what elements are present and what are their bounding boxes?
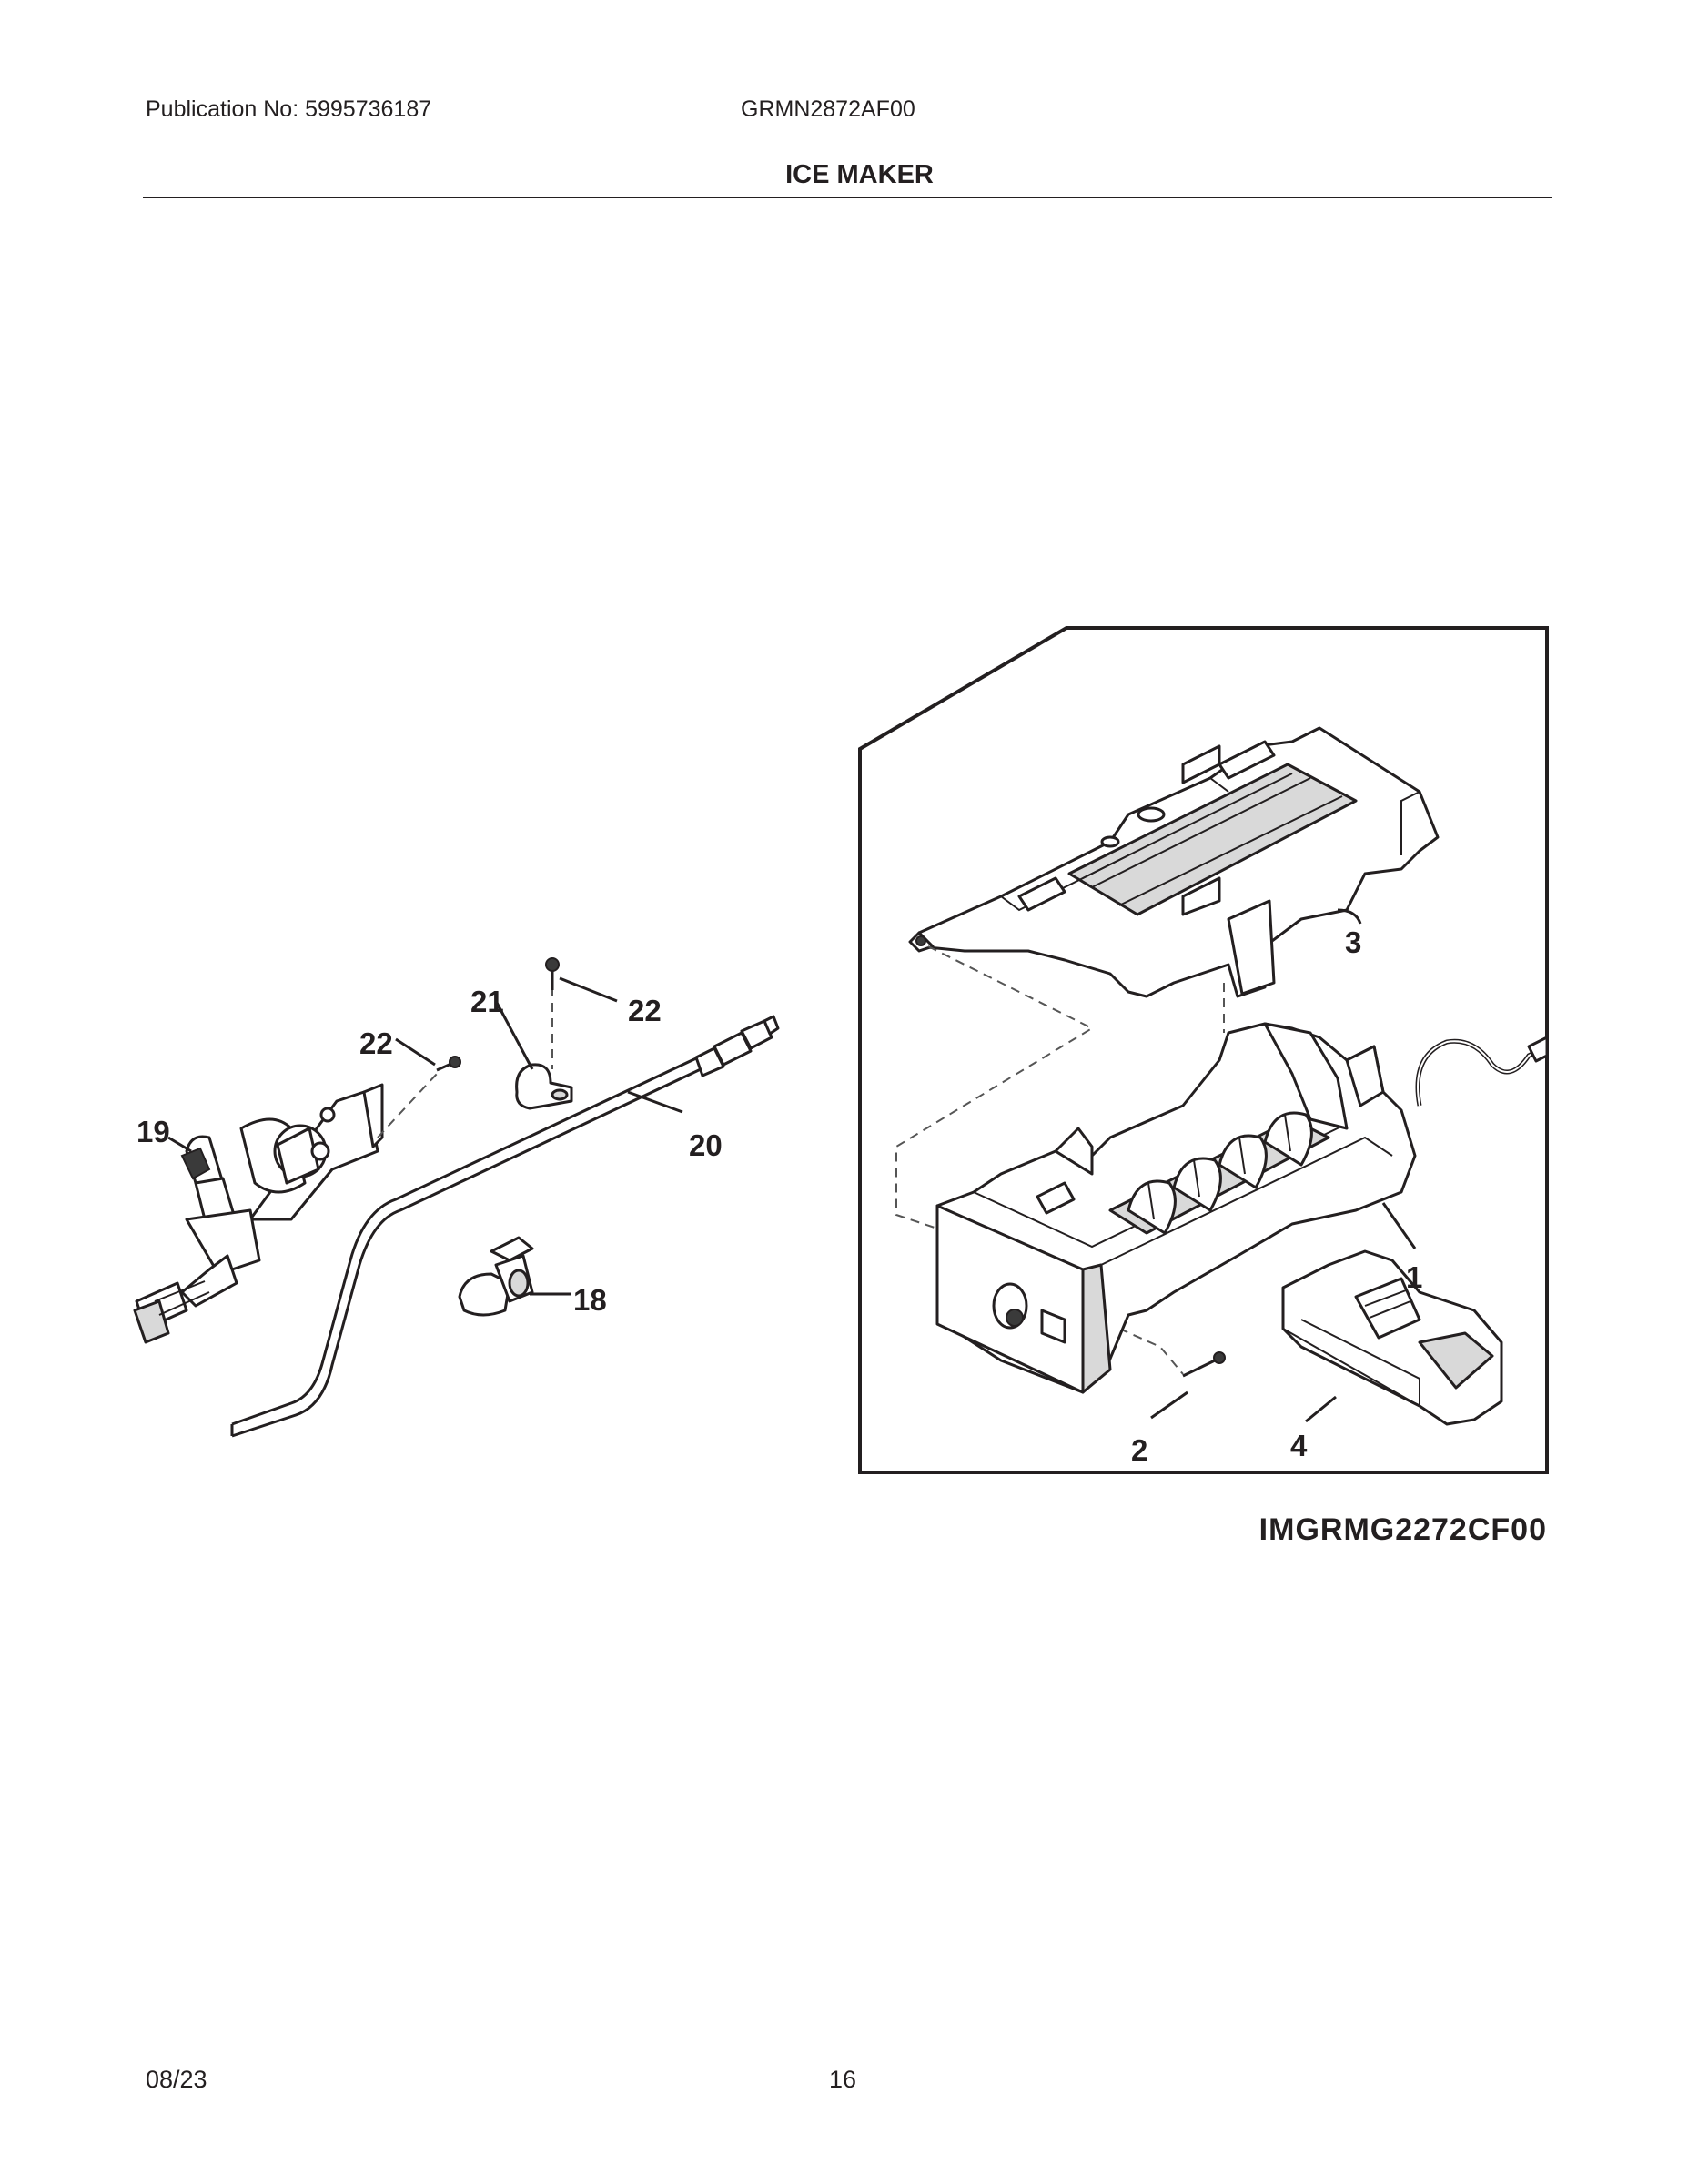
callout-22-left: 22 <box>359 1026 393 1060</box>
part-1-ice-maker-assembly <box>935 1022 1549 1394</box>
model-number: GRMN2872AF00 <box>741 96 915 122</box>
part-22-screw-left <box>436 1056 461 1072</box>
publication-number: Publication No: 5995736187 <box>146 96 432 122</box>
leader-21 <box>494 1000 534 1070</box>
part-3-cover <box>908 726 1440 998</box>
page-title: ICE MAKER <box>0 160 1688 190</box>
part-22-screw-top <box>545 957 560 990</box>
header-rule <box>143 197 1552 198</box>
part-20-water-tube <box>230 1015 780 1438</box>
leader-22-top <box>559 976 618 1003</box>
leader-2 <box>1150 1390 1188 1420</box>
leader-4 <box>1305 1395 1337 1423</box>
callout-21: 21 <box>470 985 504 1018</box>
part-21-clamp <box>515 1063 573 1110</box>
callout-1: 1 <box>1406 1260 1422 1294</box>
part-18-clip <box>458 1236 534 1317</box>
callout-20: 20 <box>689 1128 723 1162</box>
callout-2: 2 <box>1131 1433 1147 1467</box>
callout-22-top: 22 <box>628 994 662 1027</box>
callout-19: 19 <box>136 1115 170 1148</box>
part-4-shroud <box>1281 1249 1503 1426</box>
leader-20 <box>627 1090 683 1114</box>
leader-3 <box>1337 908 1362 925</box>
footer-date: 08/23 <box>146 2066 207 2093</box>
page-title-text: ICE MAKER <box>785 160 934 189</box>
page-number: 16 <box>829 2066 857 2093</box>
image-code: IMGRMG2272CF00 <box>1259 1512 1547 1547</box>
alignment-dash-bottom <box>1118 1328 1184 1375</box>
leader-19 <box>167 1136 192 1153</box>
screw-dash-left <box>377 1073 438 1138</box>
callout-18: 18 <box>573 1283 607 1317</box>
callout-4: 4 <box>1290 1429 1308 1462</box>
part-2-screw <box>1182 1351 1226 1378</box>
leader-1 <box>1381 1202 1417 1249</box>
part-19-water-valve <box>133 1083 384 1344</box>
leader-22-left <box>395 1037 436 1067</box>
callout-3: 3 <box>1345 925 1361 959</box>
